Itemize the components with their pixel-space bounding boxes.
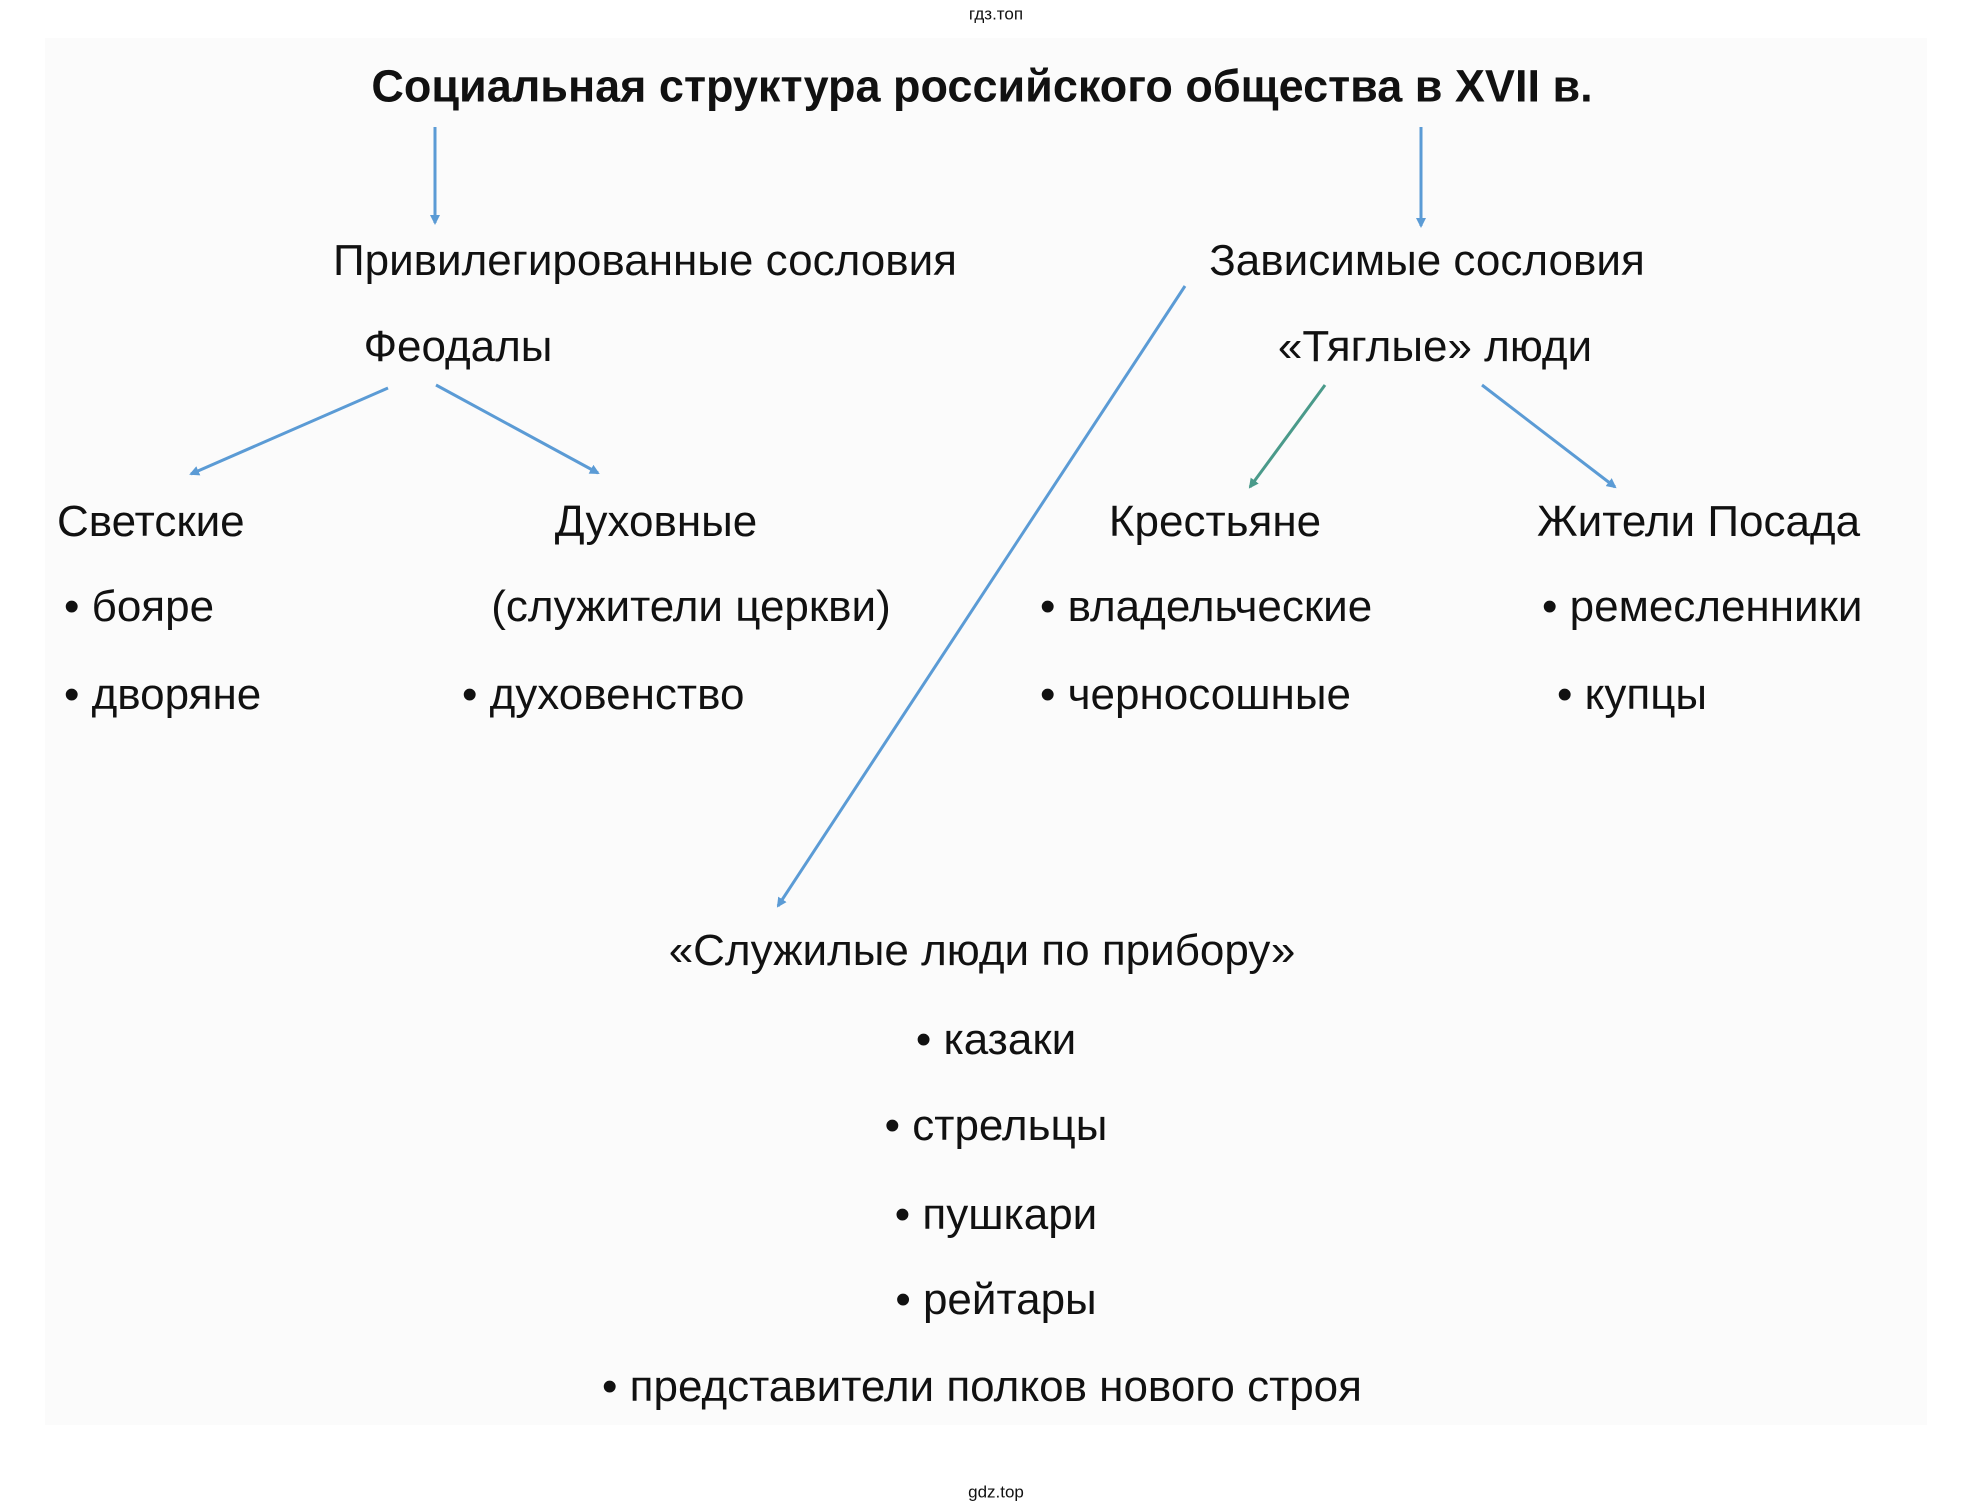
- watermark-top: гдз.топ: [968, 4, 1024, 24]
- arrow-feudals-to-secular: [189, 386, 389, 476]
- privileged-heading: Привилегированные сословия: [333, 236, 957, 285]
- diagram-title: Социальная структура российского обществ…: [371, 60, 1593, 112]
- list-item: • ремесленники: [1542, 582, 1863, 631]
- list-item: • черносошные: [1040, 670, 1351, 719]
- list-item: • дворяне: [64, 670, 262, 719]
- diagram-background: [45, 38, 1927, 1425]
- arrow-feudals-to-clergy: [435, 383, 600, 475]
- dependent-heading: Зависимые сословия: [1209, 236, 1645, 285]
- tyaglye-label: «Тяглые» люди: [1277, 322, 1593, 371]
- clergy-heading: Духовные: [554, 497, 758, 546]
- arrow-tyaglye-to-peasants: [1248, 384, 1327, 489]
- list-item: • купцы: [1557, 670, 1708, 719]
- townsfolk-heading: Жители Посада: [1537, 497, 1861, 546]
- list-item: • бояре: [64, 582, 215, 631]
- arrow-dependent-to-service: [776, 285, 1187, 908]
- watermark-bottom: gdz.top: [968, 1482, 1024, 1502]
- list-item: • духовенство: [462, 670, 745, 719]
- arrow-tyaglye-to-townsfolk: [1481, 383, 1617, 489]
- list-item: • представители полков нового строя: [602, 1362, 1362, 1411]
- list-item: • рейтары: [895, 1275, 1097, 1324]
- clergy-subheading: (служители церкви): [491, 582, 891, 631]
- list-item: • владельческие: [1040, 582, 1373, 631]
- feudals-label: Феодалы: [363, 322, 553, 371]
- list-item: • казаки: [915, 1015, 1077, 1064]
- service-heading: «Служилые люди по прибору»: [668, 926, 1296, 975]
- list-item: • пушкари: [894, 1190, 1098, 1239]
- secular-heading: Светские: [57, 497, 245, 546]
- peasants-heading: Крестьяне: [1108, 497, 1322, 546]
- list-item: • стрельцы: [884, 1101, 1108, 1150]
